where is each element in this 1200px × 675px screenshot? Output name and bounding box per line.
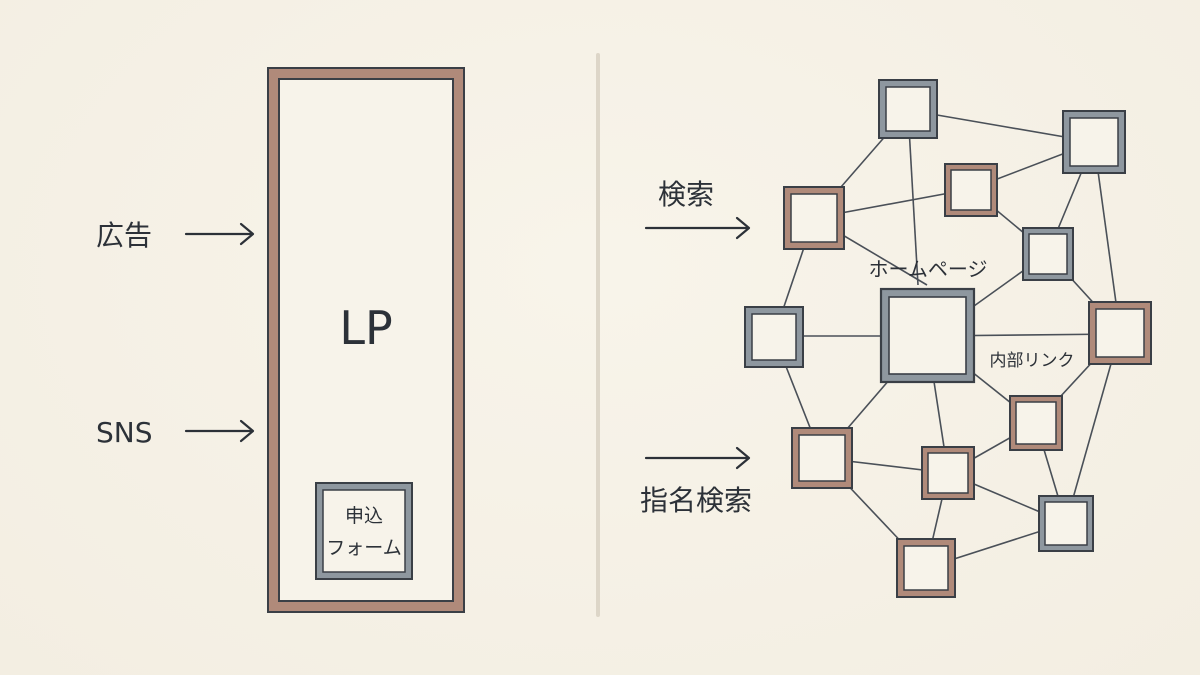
network-node — [783, 186, 845, 250]
form-label-line2: フォーム — [326, 537, 401, 559]
right-panel: ホームページ 内部リンク 検索 指名検索 — [640, 79, 1152, 598]
source-ad-arrow-icon — [184, 222, 255, 246]
source-branded-search-arrow-icon — [644, 446, 751, 470]
internal-link-label: 内部リンク — [990, 351, 1075, 371]
network-node — [1038, 495, 1094, 552]
source-sns-arrow-icon — [184, 419, 255, 443]
form-inner — [322, 489, 406, 573]
left-panel: LP 申込 フォーム 広告 SNS — [96, 67, 465, 613]
network-node — [791, 427, 853, 489]
homepage-label: ホームページ — [869, 257, 988, 281]
network-node — [1022, 227, 1074, 281]
network-node — [1009, 395, 1063, 451]
network-node — [1088, 301, 1152, 365]
network-node — [944, 163, 998, 217]
source-branded-search-label: 指名検索 — [640, 484, 752, 517]
network-node — [921, 446, 975, 500]
network-node — [878, 79, 938, 139]
source-search-arrow-icon — [644, 216, 751, 240]
form-label-line1: 申込 — [345, 505, 383, 527]
network-node — [896, 538, 956, 598]
network-node — [744, 306, 804, 368]
lp-label: LP — [339, 301, 392, 355]
source-search-label: 検索 — [658, 178, 714, 211]
network-node — [1062, 110, 1126, 174]
source-ad-label: 広告 — [96, 219, 152, 252]
homepage-node — [879, 287, 976, 384]
source-sns-label: SNS — [96, 416, 153, 449]
